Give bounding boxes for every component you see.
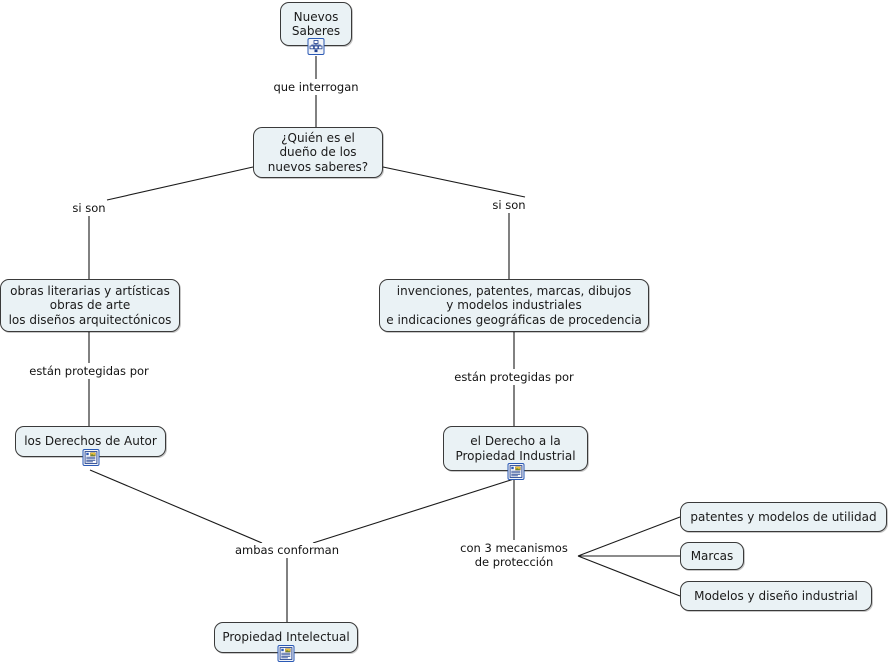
- edge-mecanismos-to-patentes: [577, 516, 681, 557]
- link-label-que-interrogan[interactable]: que interrogan: [273, 80, 359, 94]
- node-label: Modelos y diseño industrial: [694, 588, 858, 603]
- node-label: invenciones, patentes, marcas, dibujos y…: [386, 283, 642, 327]
- node-label: Propiedad Intelectual: [222, 630, 350, 645]
- node-label: Marcas: [690, 548, 734, 563]
- node-obras-literarias[interactable]: obras literarias y artísticas obras de a…: [0, 279, 180, 332]
- node-label: el Derecho a la Propiedad Industrial: [455, 434, 576, 463]
- hierarchy-icon[interactable]: [307, 38, 325, 55]
- document-icon[interactable]: [277, 645, 295, 662]
- edge-pregunta-to-sisonder: [382, 166, 526, 198]
- node-label: los Derechos de Autor: [24, 434, 157, 449]
- node-label: Nuevos Saberes: [291, 9, 341, 39]
- link-label-tres-mecanismos[interactable]: con 3 mecanismos de protección: [460, 541, 568, 569]
- link-label-si-son-izq[interactable]: si son: [72, 201, 106, 215]
- edge-pregunta-to-sisonizq: [106, 166, 254, 201]
- node-pregunta-dueno[interactable]: ¿Quién es el dueño de los nuevos saberes…: [253, 127, 383, 178]
- edge-mecanismos-to-modelos: [577, 555, 681, 597]
- node-label: patentes y modelos de utilidad: [690, 509, 877, 524]
- node-marcas[interactable]: Marcas: [680, 542, 744, 570]
- edge-dpi-to-ambas: [312, 478, 515, 544]
- link-label-si-son-der[interactable]: si son: [492, 198, 526, 212]
- node-label: ¿Quién es el dueño de los nuevos saberes…: [267, 130, 369, 174]
- node-patentes-utilidad[interactable]: patentes y modelos de utilidad: [680, 502, 887, 532]
- document-icon[interactable]: [82, 449, 99, 466]
- node-invenciones[interactable]: invenciones, patentes, marcas, dibujos y…: [379, 279, 649, 332]
- node-modelos-diseno[interactable]: Modelos y diseño industrial: [680, 581, 872, 611]
- document-icon[interactable]: [507, 463, 524, 480]
- node-label: obras literarias y artísticas obras de a…: [8, 283, 172, 327]
- link-label-protegidas-der[interactable]: están protegidas por: [454, 370, 574, 384]
- edge-autor-to-ambas: [89, 469, 263, 544]
- link-label-ambas-conforman[interactable]: ambas conforman: [234, 543, 340, 557]
- link-label-protegidas-izq[interactable]: están protegidas por: [29, 364, 149, 378]
